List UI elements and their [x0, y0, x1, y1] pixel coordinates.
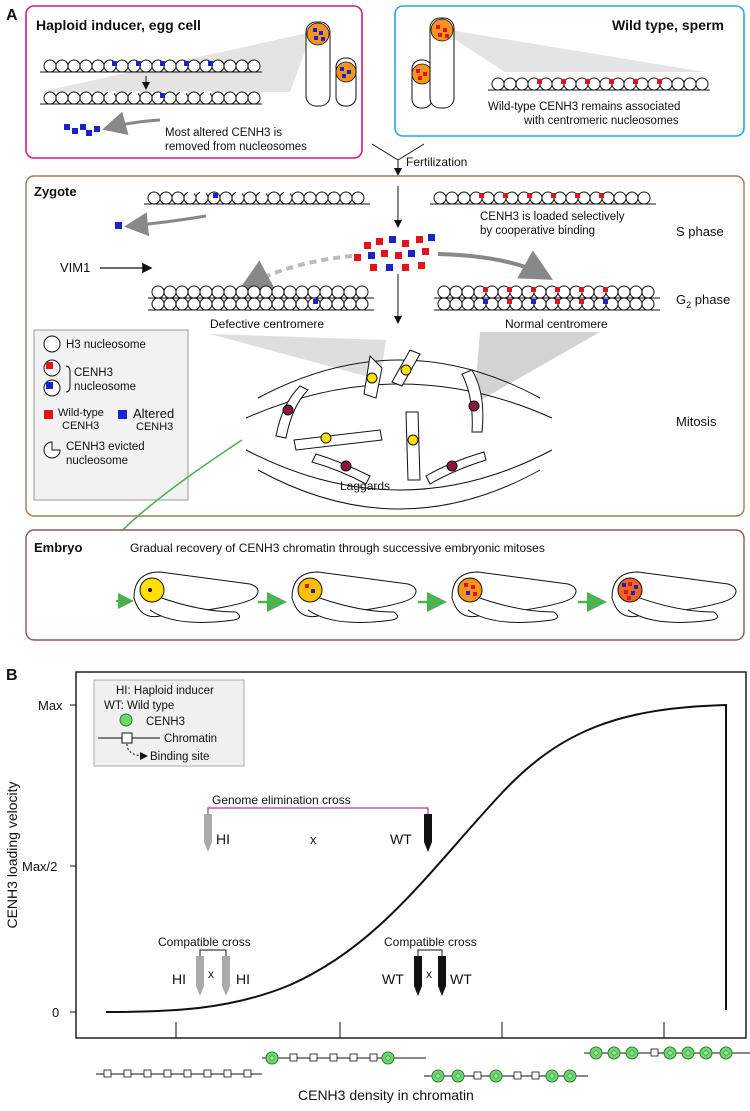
haploid-caption-2: removed from nucleosomes	[165, 141, 307, 153]
embryo-title: Embryo	[34, 540, 82, 555]
chart-b-legend: HI: Haploid inducer WT: Wild type CENH3 …	[93, 679, 245, 767]
hi-label-left: HI	[172, 971, 186, 987]
mitosis-spindle	[245, 359, 553, 510]
chromatin-example-1	[96, 1069, 262, 1078]
chart-b: Max Max/2 0 CENH3 loading velocity CENH3…	[4, 671, 747, 1103]
mitosis-label: Mitosis	[676, 414, 717, 429]
s-phase-label: S phase	[676, 224, 724, 239]
legend-evicted-2: nucleosome	[66, 455, 128, 467]
legend-cenh3-2: nucleosome	[74, 381, 136, 393]
loaded-caption-2: by cooperative binding	[480, 225, 595, 237]
embryo-chromosome-4	[611, 571, 737, 623]
wild-type-box: Wild type, sperm Wild-type CENH3 remains…	[394, 5, 745, 137]
loaded-caption-1: CENH3 is loaded selectively	[480, 211, 625, 223]
compatible-cross-hi: Compatible cross x HI HI	[158, 935, 251, 996]
loading-curve	[105, 703, 727, 1013]
normal-centromere-label: Normal centromere	[505, 317, 608, 331]
embryo-caption: Gradual recovery of CENH3 chromatin thro…	[130, 541, 545, 555]
zygote-box: Zygote CENH3 is loaded selectively by co…	[25, 175, 745, 603]
panel-b-letter: B	[6, 667, 18, 684]
wildtype-title: Wild type, sperm	[612, 17, 724, 33]
haploid-caption-1: Most altered CENH3 is	[165, 127, 282, 139]
wt-label-right: WT	[450, 971, 472, 987]
embryo-chromosome-1	[133, 571, 259, 623]
wildtype-caption-1: Wild-type CENH3 remains associated	[488, 101, 680, 113]
ytick-half: Max/2	[22, 859, 57, 874]
ytick-max: Max	[38, 698, 63, 713]
legend-alt-1: Altered	[133, 406, 174, 421]
legend-binding: Binding site	[150, 751, 209, 763]
compatible-cross-wt-label: Compatible cross	[384, 935, 477, 949]
legend-chromatin: Chromatin	[164, 733, 217, 745]
hi-label-elim: HI	[216, 831, 230, 847]
cenh3-pool	[354, 234, 435, 271]
ytick-zero: 0	[52, 1005, 59, 1020]
fertilization-label: Fertilization	[406, 155, 467, 169]
fertilization-arrows: Fertilization	[371, 143, 467, 176]
hi-label-right: HI	[236, 971, 250, 987]
legend-cenh3-1: CENH3	[74, 367, 113, 379]
defective-centromere-label: Defective centromere	[210, 317, 324, 331]
vim1-label: VIM1	[60, 260, 90, 275]
genome-elimination-cross: Genome elimination cross HI x WT	[204, 793, 432, 852]
embryo-chromosome-2	[291, 571, 417, 623]
panel-a-letter: A	[6, 7, 18, 24]
legend-hi: HI: Haploid inducer	[116, 685, 214, 697]
g2-phase-label: G2 phase	[676, 292, 730, 310]
x-label-wt: x	[426, 967, 432, 981]
y-axis-label: CENH3 loading velocity	[4, 781, 20, 928]
wildtype-caption-2: with centromeric nucleosomes	[523, 115, 679, 127]
zygote-title: Zygote	[34, 184, 77, 199]
wt-label-elim: WT	[390, 831, 412, 847]
legend-wt-1: Wild-type	[58, 407, 104, 419]
embryo-box: Embryo Gradual recovery of CENH3 chromat…	[25, 529, 745, 641]
x-label-elim: x	[310, 832, 317, 847]
legend-wt: WT: Wild type	[104, 700, 174, 712]
compatible-cross-wt: Compatible cross x WT WT	[382, 935, 477, 996]
genome-elimination-label: Genome elimination cross	[212, 793, 351, 807]
legend-evicted-1: CENH3 evicted	[66, 441, 145, 453]
mitosis-chromosomes	[275, 349, 487, 485]
legend-alt-2: CENH3	[136, 421, 173, 433]
zygote-legend: H3 nucleosome CENH3 nucleosome Wild-type…	[33, 329, 189, 501]
laggards-label: Laggards	[340, 479, 390, 493]
legend-h3: H3 nucleosome	[66, 339, 146, 351]
chromatin-example-3	[424, 1069, 588, 1083]
x-axis-label: CENH3 density in chromatin	[298, 1087, 474, 1103]
x-label-hi: x	[208, 967, 214, 981]
chromatin-example-4	[584, 1046, 750, 1060]
embryo-chromosome-3	[451, 571, 577, 623]
wt-label-left: WT	[382, 971, 404, 987]
chromatin-example-2	[262, 1051, 426, 1065]
haploid-title: Haploid inducer, egg cell	[36, 17, 201, 33]
compatible-cross-hi-label: Compatible cross	[158, 935, 251, 949]
legend-wt-2: CENH3	[62, 420, 99, 432]
haploid-inducer-box: Haploid inducer, egg cell Most altered C…	[25, 5, 363, 159]
legend-cenh3: CENH3	[146, 716, 185, 728]
